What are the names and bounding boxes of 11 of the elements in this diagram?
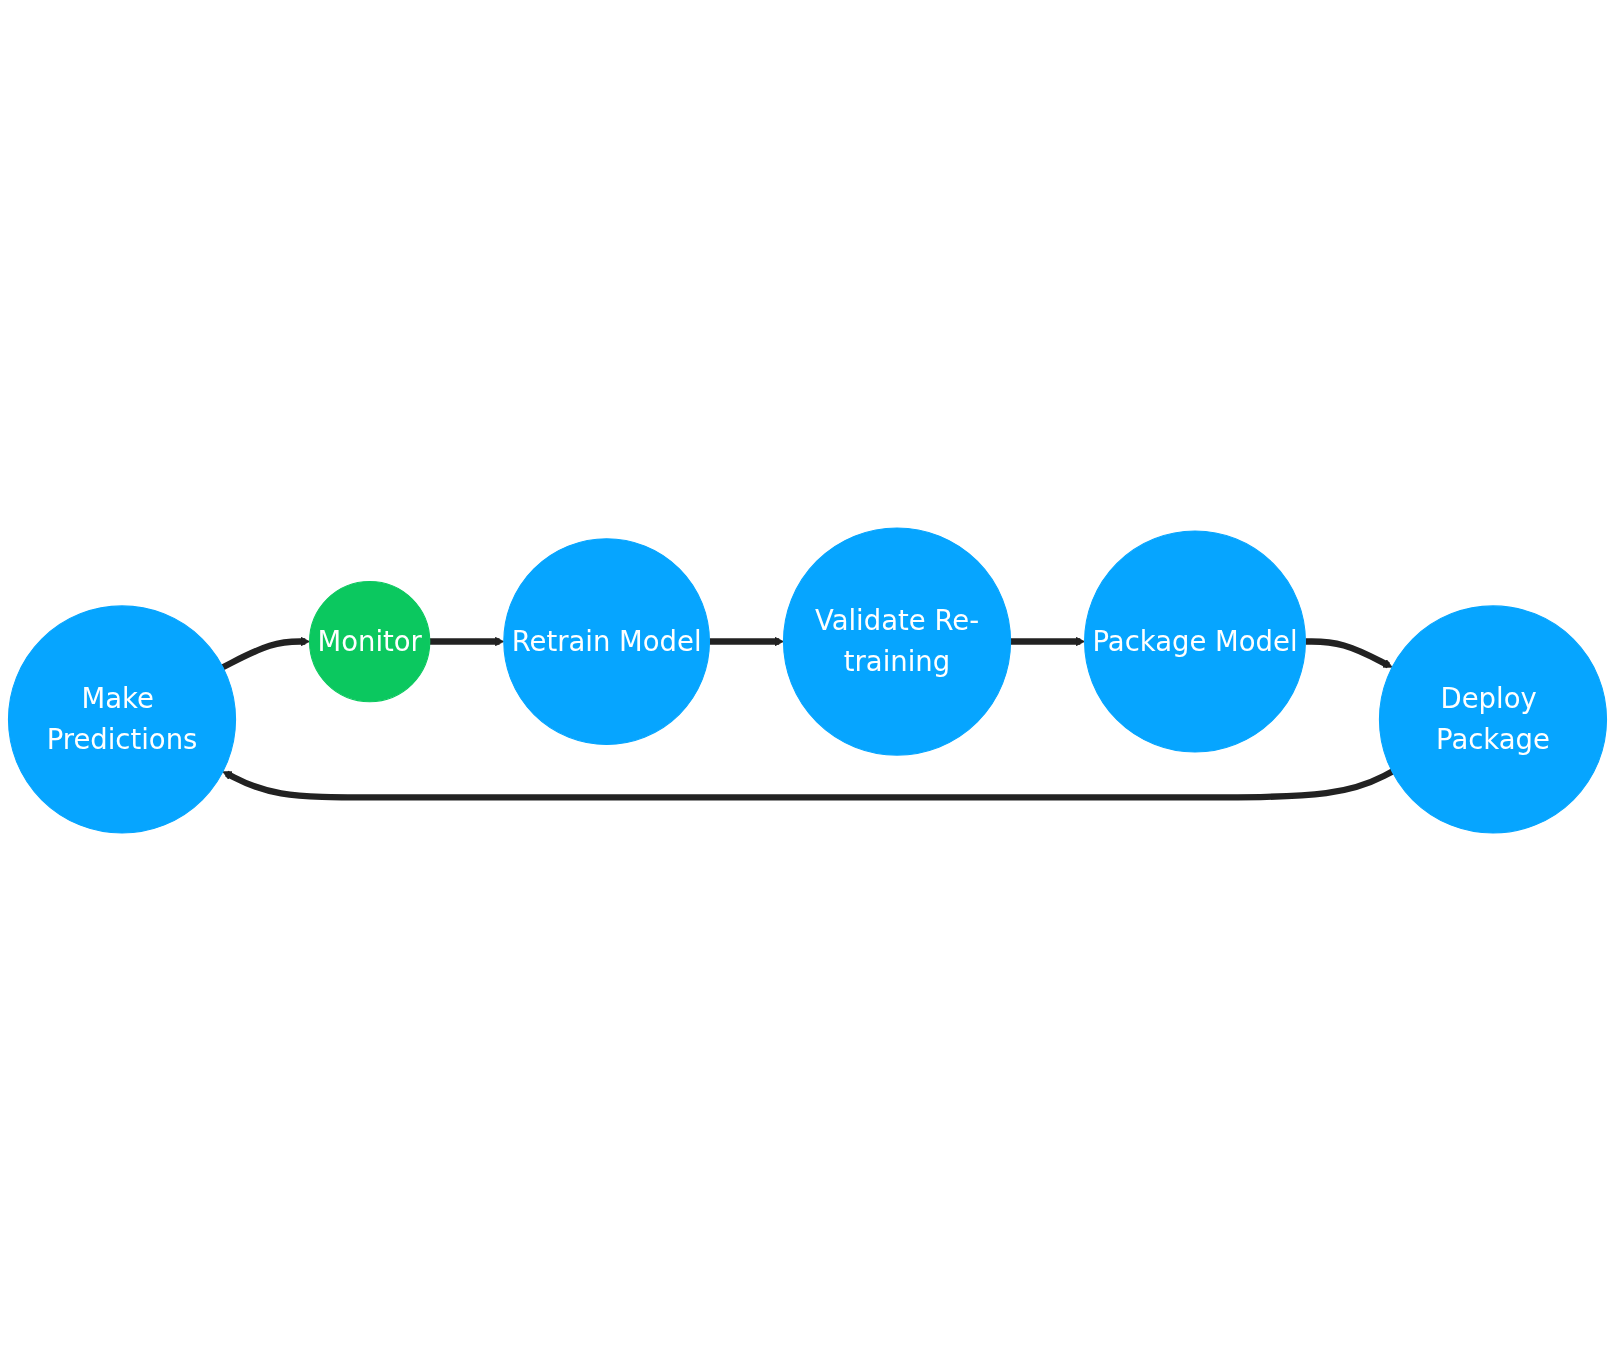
arrow: [221, 636, 310, 671]
node-circle: Validate Re-training: [782, 527, 1012, 756]
arrow: [222, 768, 1394, 801]
node-circle: Make Predictions: [7, 605, 237, 834]
node-circle: Retrain Model: [503, 538, 711, 745]
node-circle: Package Model: [1084, 530, 1306, 753]
node-circle: Monitor: [309, 580, 431, 703]
arrow: [1305, 638, 1393, 669]
node-circle: Deploy Package: [1378, 605, 1608, 834]
arrow: [1010, 636, 1085, 647]
arrow: [709, 636, 784, 647]
